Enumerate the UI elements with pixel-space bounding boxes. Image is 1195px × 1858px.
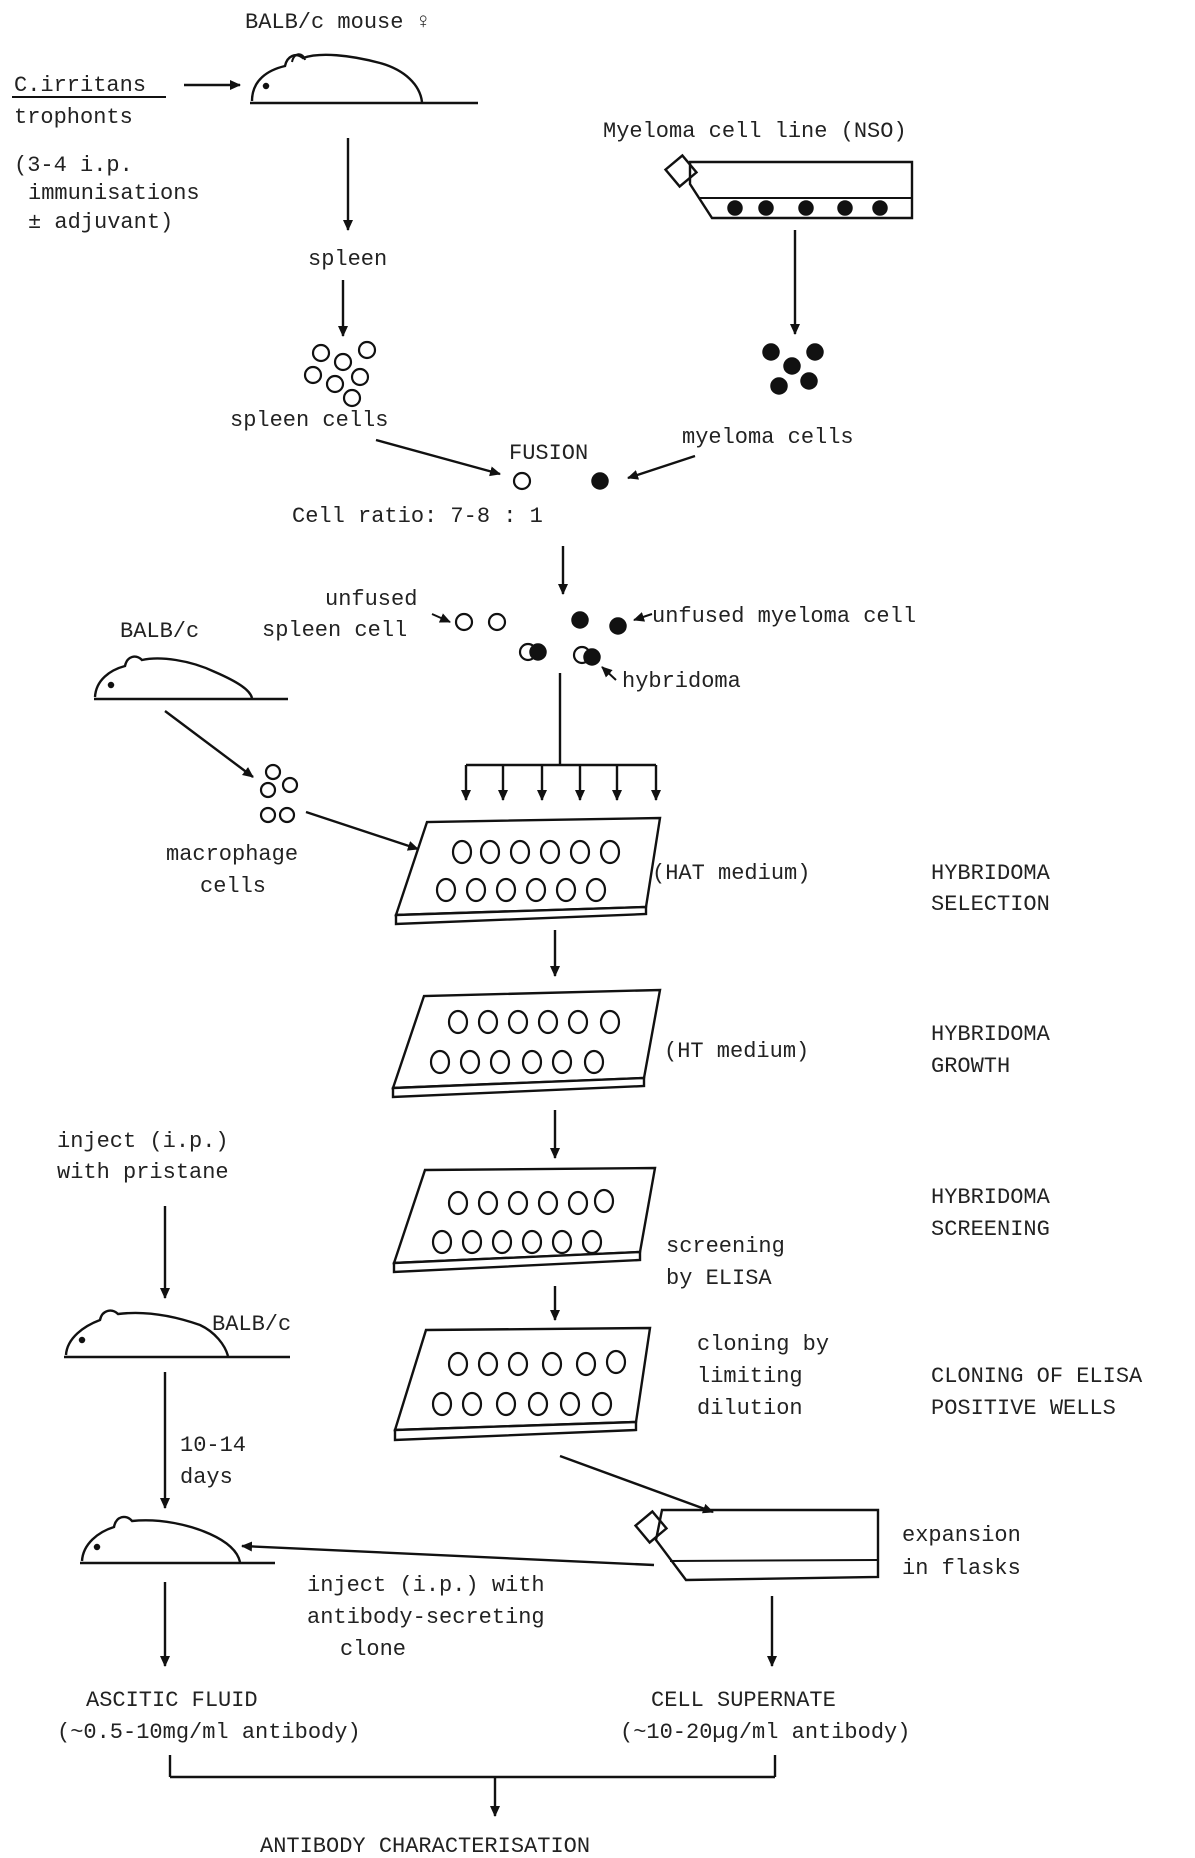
days-label-1: 10-14	[180, 1433, 246, 1458]
spleen-cells-cluster	[303, 340, 377, 408]
trophonts-label: trophonts	[14, 105, 133, 130]
unfused-spleen-label-2: spleen cell	[262, 618, 407, 643]
arrow-spleen-to-fusion	[375, 438, 501, 477]
days-label-2: days	[180, 1465, 233, 1490]
myeloma-line-label: Myeloma cell line (NSO)	[603, 119, 907, 144]
inject-clone-label-3: clone	[340, 1637, 406, 1662]
expansion-label-2: in flasks	[902, 1556, 1021, 1581]
pointer-hybridoma	[601, 666, 617, 681]
plate-icon-cloning	[393, 1326, 652, 1442]
hybridoma-cell	[518, 642, 547, 662]
hybridoma-cell	[572, 645, 601, 666]
unfused-myeloma-cell	[571, 611, 589, 629]
macrophage-cells-cluster	[259, 763, 299, 824]
cloning-label-2: limiting	[697, 1364, 803, 1389]
arrow-macrophages-to-plate	[305, 810, 419, 851]
spleen-cells-label: spleen cells	[230, 408, 388, 433]
hybridoma-label: hybridoma	[622, 669, 741, 694]
characterisation-label: ANTIBODY CHARACTERISATION	[260, 1834, 590, 1858]
unfused-spleen-cell	[487, 612, 507, 632]
cloning-title-2: POSITIVE WELLS	[931, 1396, 1116, 1421]
screening-label-1: screening	[666, 1234, 785, 1259]
ascitic-title: ASCITIC FLUID	[86, 1688, 258, 1713]
inject-clone-label-1: inject (i.p.) with	[307, 1573, 545, 1598]
pristane-label-2: with pristane	[57, 1160, 229, 1185]
supernate-title: CELL SUPERNATE	[651, 1688, 836, 1713]
supernate-yield: (~10-20µg/ml antibody)	[620, 1720, 910, 1745]
cloning-label-3: dilution	[697, 1396, 803, 1421]
mouse-label: BALB/c mouse ♀	[245, 10, 430, 35]
macrophage-label-1: macrophage	[166, 842, 298, 867]
fusion-spleen-cell	[512, 471, 532, 491]
plate-icon-hat	[394, 816, 662, 926]
plate-icon-screening	[392, 1166, 657, 1274]
pristane-mouse-label: BALB/c	[212, 1312, 291, 1337]
antigen-label: C.irritans	[14, 73, 146, 98]
inject-clone-label-2: antibody-secreting	[307, 1605, 545, 1630]
hat-medium-label: (HAT medium)	[652, 861, 810, 886]
unfused-myeloma-label: unfused myeloma cell	[652, 604, 916, 629]
arrow-cloning-to-flask	[559, 1454, 714, 1514]
screening-label-2: by ELISA	[666, 1266, 772, 1291]
fusion-label: FUSION	[509, 441, 588, 466]
cell-ratio-label: Cell ratio: 7-8 : 1	[292, 504, 543, 529]
spleen-label: spleen	[308, 247, 387, 272]
immunisation-line-2: immunisations	[28, 181, 200, 206]
mouse-icon-pristane	[64, 1309, 290, 1359]
selection-title-2: SELECTION	[931, 892, 1050, 917]
fusion-myeloma-cell	[591, 472, 609, 490]
immunisation-line-3: ± adjuvant)	[28, 210, 173, 235]
macrophage-mouse-label: BALB/c	[120, 619, 199, 644]
growth-title-2: GROWTH	[931, 1054, 1010, 1079]
pointer-unfused-spleen	[431, 613, 451, 623]
cloning-label-1: cloning by	[697, 1332, 829, 1357]
merge-bracket	[168, 1755, 777, 1817]
immunisation-line-1: (3-4 i.p.	[14, 153, 133, 178]
mouse-icon-macrophage	[93, 655, 288, 701]
mouse-icon-immunised	[250, 53, 478, 105]
macrophage-label-2: cells	[200, 874, 266, 899]
arrow-mouse-to-macrophages	[164, 710, 254, 778]
selection-title-1: HYBRIDOMA	[931, 861, 1051, 886]
arrow-flask-to-host-mouse	[241, 1541, 655, 1567]
myeloma-flask-icon	[663, 153, 914, 220]
pointer-unfused-myeloma	[633, 612, 653, 622]
expansion-flask-icon	[633, 1508, 880, 1582]
unfused-spleen-label-1: unfused	[325, 587, 417, 612]
screening-title-1: HYBRIDOMA	[931, 1185, 1051, 1210]
growth-title-1: HYBRIDOMA	[931, 1022, 1051, 1047]
ascitic-yield: (~0.5-10mg/ml antibody)	[57, 1720, 361, 1745]
expansion-label-1: expansion	[902, 1523, 1021, 1548]
unfused-spleen-cell	[454, 612, 474, 632]
screening-title-2: SCREENING	[931, 1217, 1050, 1242]
distribution-arrows	[461, 673, 661, 801]
ht-medium-label: (HT medium)	[664, 1039, 809, 1064]
myeloma-cells-label: myeloma cells	[682, 425, 854, 450]
plate-icon-ht	[391, 988, 662, 1099]
arrow-myeloma-to-fusion	[627, 454, 696, 480]
pristane-label-1: inject (i.p.)	[57, 1129, 229, 1154]
myeloma-cells-cluster	[762, 343, 824, 395]
unfused-myeloma-cell	[609, 617, 627, 635]
mouse-icon-ascites	[80, 1515, 275, 1565]
cloning-title-1: CLONING OF ELISA	[931, 1364, 1143, 1389]
